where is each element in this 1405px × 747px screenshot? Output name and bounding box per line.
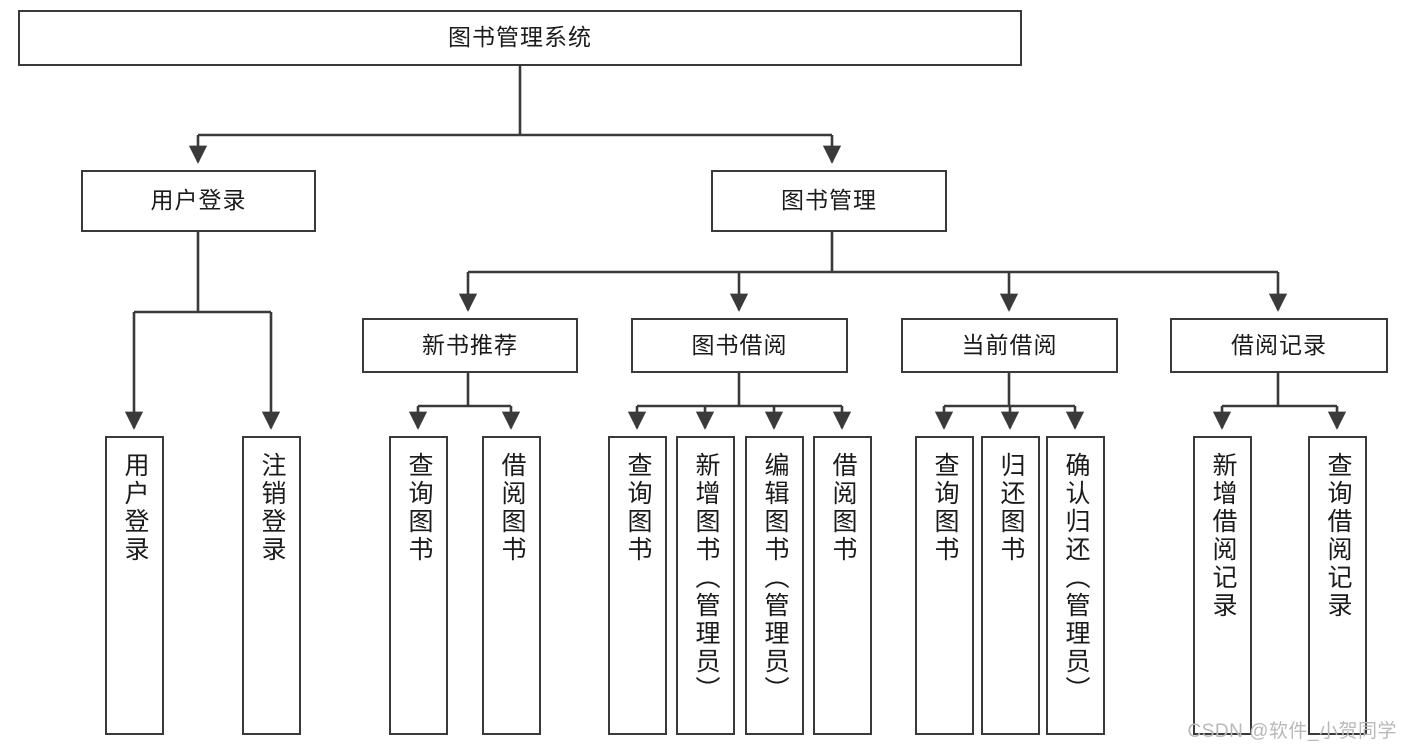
node-user-login[interactable]: 用户登录	[81, 170, 316, 232]
node-leaf-bookborrow-query-book[interactable]: 查询图书	[608, 436, 667, 735]
watermark-text: CSDN @软件_小贺同学	[1187, 721, 1397, 742]
node-user-login-label: 用户登录	[150, 187, 247, 214]
node-leaf-newbook-query-book[interactable]: 查询图书	[389, 436, 448, 735]
node-book-manage[interactable]: 图书管理	[711, 170, 947, 232]
node-borrow-record-label: 借阅记录	[1231, 331, 1327, 358]
node-book-borrow[interactable]: 图书借阅	[631, 318, 848, 373]
node-leaf-borrowrecord-query-record-label: 查询借阅记录	[1324, 452, 1352, 620]
node-book-borrow-label: 图书借阅	[691, 331, 788, 358]
node-book-manage-label: 图书管理	[781, 187, 877, 214]
node-leaf-newbook-borrow-book[interactable]: 借阅图书	[482, 436, 541, 735]
node-leaf-bookborrow-borrow-book-label: 借阅图书	[829, 452, 857, 564]
node-leaf-currentborrow-query-book-label: 查询图书	[931, 452, 959, 564]
node-current-borrow-label: 当前借阅	[961, 331, 1058, 358]
node-leaf-user-login[interactable]: 用户登录	[105, 436, 164, 735]
node-leaf-newbook-query-book-label: 查询图书	[405, 452, 433, 564]
node-leaf-bookborrow-add-book[interactable]: 新增图书（管理员）	[676, 436, 735, 735]
node-leaf-borrowrecord-add-record[interactable]: 新增借阅记录	[1193, 436, 1252, 735]
node-leaf-currentborrow-confirm-return-label: 确认归还（管理员）	[1062, 452, 1090, 704]
node-leaf-bookborrow-edit-book[interactable]: 编辑图书（管理员）	[745, 436, 804, 735]
node-new-book-recommend-label: 新书推荐	[422, 331, 518, 358]
node-root[interactable]: 图书管理系统	[18, 10, 1022, 66]
node-borrow-record[interactable]: 借阅记录	[1170, 318, 1388, 373]
node-leaf-borrowrecord-add-record-label: 新增借阅记录	[1209, 452, 1237, 620]
node-leaf-newbook-borrow-book-label: 借阅图书	[498, 452, 526, 564]
node-leaf-bookborrow-add-book-label: 新增图书（管理员）	[692, 452, 720, 704]
node-leaf-logout[interactable]: 注销登录	[242, 436, 301, 735]
node-leaf-user-login-label: 用户登录	[121, 452, 149, 564]
node-leaf-bookborrow-edit-book-label: 编辑图书（管理员）	[761, 452, 789, 704]
node-leaf-currentborrow-confirm-return[interactable]: 确认归还（管理员）	[1046, 436, 1105, 735]
node-leaf-currentborrow-query-book[interactable]: 查询图书	[915, 436, 974, 735]
node-leaf-borrowrecord-query-record[interactable]: 查询借阅记录	[1308, 436, 1367, 735]
node-leaf-logout-label: 注销登录	[258, 452, 286, 564]
node-current-borrow[interactable]: 当前借阅	[901, 318, 1118, 373]
node-new-book-recommend[interactable]: 新书推荐	[362, 318, 578, 373]
node-leaf-bookborrow-query-book-label: 查询图书	[624, 452, 652, 564]
node-root-label: 图书管理系统	[448, 24, 592, 51]
node-leaf-currentborrow-return-book-label: 归还图书	[997, 452, 1025, 564]
node-leaf-bookborrow-borrow-book[interactable]: 借阅图书	[813, 436, 872, 735]
node-leaf-currentborrow-return-book[interactable]: 归还图书	[981, 436, 1040, 735]
